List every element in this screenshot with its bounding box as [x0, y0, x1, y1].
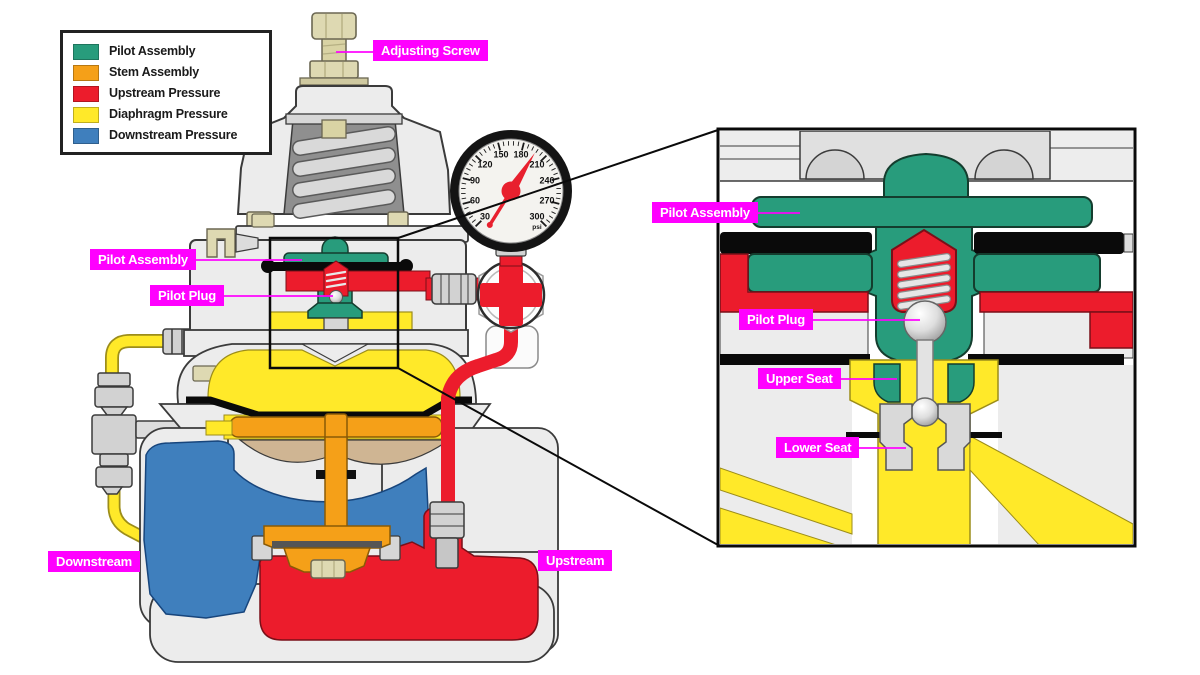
label-downstream: Downstream: [48, 551, 141, 572]
pilot-plug-ball: [903, 300, 947, 344]
legend-label: Upstream Pressure: [109, 86, 221, 101]
label-lower-seat: Lower Seat: [776, 437, 860, 458]
leader-line: [336, 51, 374, 53]
legend-row: Pilot Assembly: [73, 41, 269, 62]
stem-assembly-graphic: [251, 436, 401, 579]
legend-swatch-downstream: [73, 127, 99, 144]
label-inset-pilot-plug: Pilot Plug: [739, 309, 813, 330]
label-upper-seat: Upper Seat: [758, 368, 841, 389]
lower-seat-graphic: [879, 403, 913, 471]
leader-line: [849, 447, 906, 449]
gauge-tick-label: 60: [469, 195, 481, 206]
gauge-tick-label: 270: [539, 195, 555, 206]
label-pilot-plug: Pilot Plug: [150, 285, 224, 306]
pressure-gauge: [450, 130, 572, 252]
legend-label: Downstream Pressure: [109, 128, 238, 143]
gauge-tick-label: 300: [529, 211, 545, 222]
gauge-tick-label: 30: [479, 211, 491, 222]
gauge-tick-label: 210: [529, 159, 545, 170]
leader-line: [799, 319, 920, 321]
legend-label: Pilot Assembly: [109, 44, 196, 59]
gauge-tick-label: 90: [469, 175, 481, 186]
gauge-tick-label: 180: [513, 149, 529, 160]
upper-seat-graphic: [873, 363, 901, 403]
label-inset-pilot-assembly: Pilot Assembly: [652, 202, 758, 223]
legend-label: Stem Assembly: [109, 65, 200, 80]
leader-line: [206, 295, 333, 297]
spring-housing-graphic: [235, 85, 469, 243]
gauge-piping: [425, 239, 546, 569]
legend-swatch-diaphragm: [73, 106, 99, 123]
label-pilot-assembly: Pilot Assembly: [90, 249, 196, 270]
gauge-tick-label: 240: [539, 175, 555, 186]
legend-label: Diaphragm Pressure: [109, 107, 228, 122]
legend-row: Downstream Pressure: [73, 125, 269, 146]
gauge-needle: [486, 152, 535, 228]
legend-row: Upstream Pressure: [73, 83, 269, 104]
gauge-unit-label: psi: [532, 223, 542, 231]
main-spring-graphic: [292, 126, 396, 219]
legend-row: Diaphragm Pressure: [73, 104, 269, 125]
legend: Pilot Assembly Stem Assembly Upstream Pr…: [60, 30, 272, 155]
zoom-callout: [268, 129, 719, 546]
legend-row: Stem Assembly: [73, 62, 269, 83]
label-upstream: Upstream: [538, 550, 613, 571]
legend-swatch-pilot-assembly: [73, 43, 99, 60]
zoom-source-rectangle: [268, 236, 400, 370]
inset-panel: [716, 127, 1137, 548]
leader-line: [176, 259, 302, 261]
label-adjusting-screw: Adjusting Screw: [373, 40, 488, 61]
legend-swatch-stem-assembly: [73, 64, 99, 81]
gauge-tick-label: 150: [493, 149, 509, 160]
gauge-tick-label: 120: [477, 159, 493, 170]
leader-line: [828, 378, 897, 380]
leader-line: [737, 212, 800, 214]
legend-swatch-upstream: [73, 85, 99, 102]
